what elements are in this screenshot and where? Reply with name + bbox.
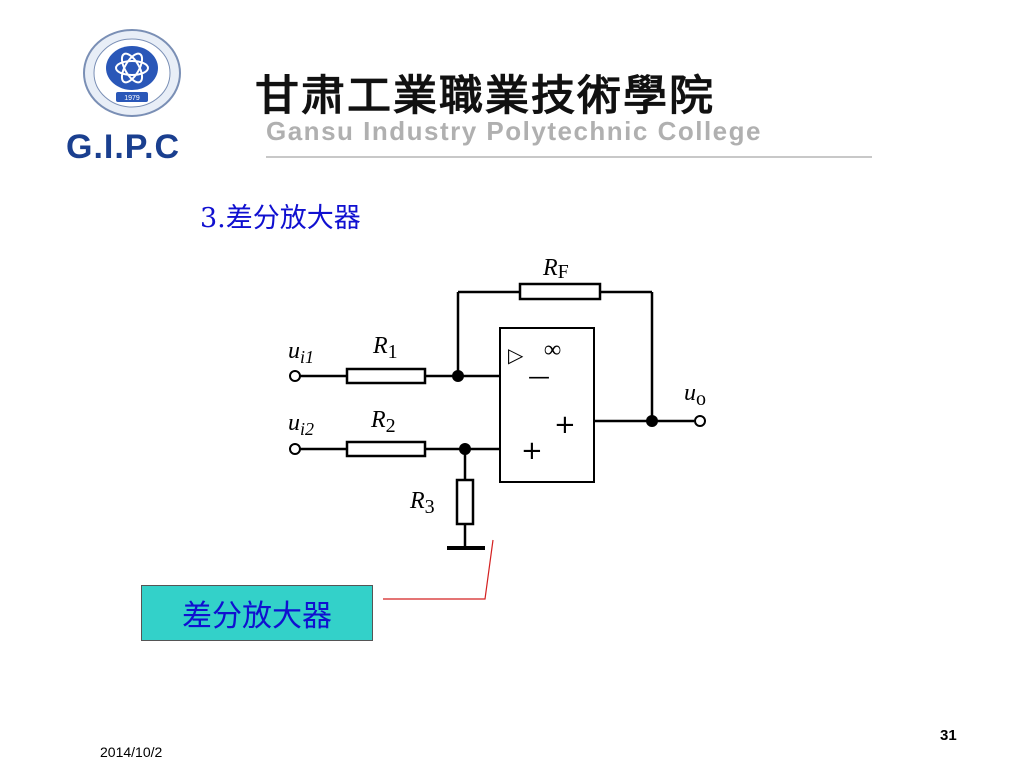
section-number: 3. [200,203,226,234]
inverting-input-symbol: — [528,365,550,390]
opamp-body [499,327,595,483]
college-acronym-logo: G.I.P.C [66,128,181,166]
section-title: 差分放大器 [225,203,361,234]
college-name-english: Gansu Industry Polytechnic College [266,116,762,146]
label-uo: uo [684,380,706,410]
college-seal-logo: 1979 [83,29,181,117]
ui1-terminal [289,370,301,382]
label-rf: RF [542,255,569,283]
label-r1: R1 [372,333,398,363]
callout-box: 差分放大器 [141,585,373,641]
callout-leader-line [383,539,494,600]
header-divider [266,156,872,158]
resistor-rf [518,282,602,301]
junction-output [646,415,658,427]
label-ui1: ui1 [288,338,314,367]
junction-noninverting [459,443,471,455]
ui2-terminal [289,443,301,455]
page-number: 31 [940,727,957,744]
label-ui2: ui2 [288,410,314,439]
resistor-r1 [345,367,427,385]
college-name-chinese: 甘肃工業職業技術學院 [255,72,715,121]
opamp-triangle-symbol: ▷ [508,343,524,367]
output-plus-symbol: + [554,410,576,440]
label-r3: R3 [409,488,435,518]
uo-terminal [694,415,706,427]
seal-year: 1979 [124,95,140,102]
resistor-r2 [345,440,427,458]
label-r2: R2 [370,407,396,437]
noninverting-input-symbol: + [521,436,543,466]
section-heading: 3.差分放大器 [200,196,361,235]
junction-inverting [452,370,464,382]
resistor-r3 [455,478,475,526]
opamp-infinity-symbol: ∞ [544,337,561,363]
slide-date: 2014/10/2 [100,744,163,760]
